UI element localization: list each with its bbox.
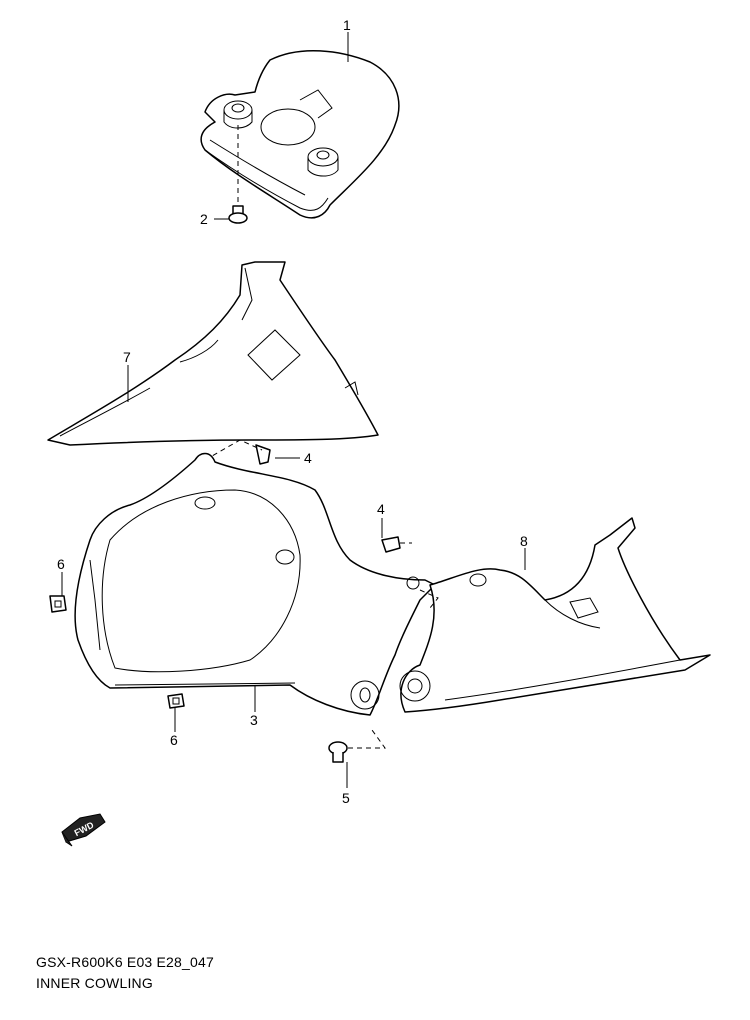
callout-6-lower: 6 (170, 732, 178, 748)
part-3-inner-cowling (74, 452, 436, 716)
callout-4-upper: 4 (304, 450, 312, 466)
part-6-clip-nut-lower (167, 693, 185, 709)
part-7-inner-panel (47, 261, 379, 446)
part-6-clip-nut-left (49, 595, 67, 613)
callout-4-lower: 4 (377, 501, 385, 517)
part-4-screw-upper (255, 444, 271, 465)
callout-5: 5 (342, 790, 350, 806)
diagram-code: GSX-R600K6 E03 E28_047 (36, 954, 214, 970)
diagram-title: INNER COWLING (36, 975, 153, 991)
callout-8: 8 (520, 533, 528, 549)
part-5-grommet (328, 741, 348, 763)
fwd-arrow-icon: FWD (61, 813, 106, 847)
callout-2: 2 (200, 211, 208, 227)
part-2-bolt (228, 205, 248, 224)
callout-1: 1 (343, 17, 351, 33)
part-1-upper-cover (200, 49, 400, 219)
callout-6-left: 6 (57, 556, 65, 572)
callout-3: 3 (250, 712, 258, 728)
callout-7: 7 (123, 349, 131, 365)
part-8-inner-panel (399, 517, 711, 713)
part-4-screw-lower (381, 536, 401, 553)
